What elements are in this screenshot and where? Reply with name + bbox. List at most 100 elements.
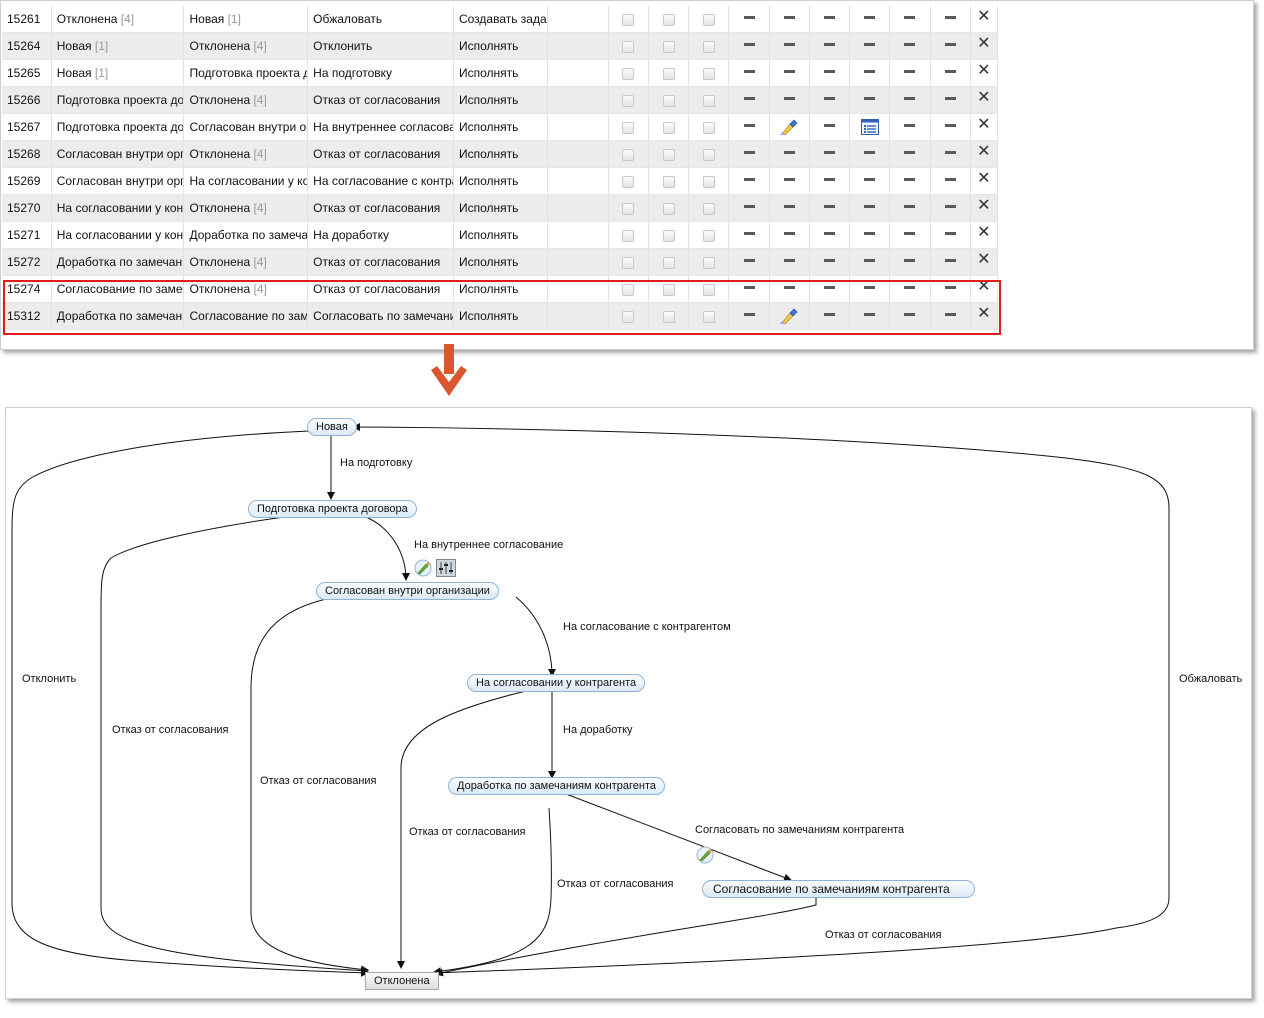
empty-cell[interactable] [930, 113, 971, 141]
empty-cell[interactable] [728, 275, 770, 303]
checkbox[interactable] [622, 202, 635, 215]
empty-cell[interactable] [889, 248, 931, 276]
empty-cell[interactable] [849, 167, 891, 195]
label-to-rework[interactable]: На доработку [563, 724, 633, 736]
flag-cell[interactable] [608, 6, 650, 33]
checkbox[interactable] [622, 310, 635, 323]
from-state-cell[interactable]: Подготовка проекта договора [51, 86, 185, 114]
empty-cell[interactable] [809, 194, 851, 222]
flag-cell[interactable] [688, 167, 730, 195]
from-state-cell[interactable]: Согласован внутри организации [51, 140, 185, 168]
flag-cell[interactable] [608, 302, 650, 330]
from-state[interactable]: Согласован внутри организации [56, 147, 184, 161]
label-refuse-approve-remarks[interactable]: Отказ от согласования [825, 929, 942, 941]
flag-cell[interactable] [648, 221, 690, 249]
delete-cell[interactable]: ✕ [970, 221, 999, 249]
to-state[interactable]: Согласован внутри организации [189, 120, 307, 134]
execution-mode[interactable]: Исполнять [453, 113, 549, 141]
to-state-cell[interactable]: Отклонена [4] [183, 32, 309, 60]
checkbox[interactable] [622, 40, 635, 53]
execution-mode[interactable]: Исполнять [453, 248, 549, 276]
checkbox[interactable] [662, 67, 675, 80]
action-name[interactable]: Согласовать по замечаниям контрагента [307, 302, 454, 330]
delete-x-icon[interactable]: ✕ [977, 277, 991, 295]
delete-cell[interactable]: ✕ [970, 140, 999, 168]
to-state-cell[interactable]: На согласовании у контрагента [183, 167, 309, 195]
to-state[interactable]: Подготовка проекта договора [189, 66, 306, 80]
checkbox[interactable] [662, 256, 675, 269]
delete-cell[interactable]: ✕ [970, 32, 999, 60]
handler-cell[interactable] [769, 113, 810, 141]
empty-cell[interactable] [889, 140, 931, 168]
label-to-approve-remarks[interactable]: Согласовать по замечаниям контрагента [695, 824, 905, 836]
node-rework[interactable]: Доработка по замечаниям контрагента [448, 777, 666, 795]
execution-mode[interactable]: Создавать задачу [453, 6, 549, 33]
flag-cell[interactable] [688, 32, 730, 60]
to-state[interactable]: Отклонена [189, 93, 251, 107]
action-name[interactable]: Отказ от согласования [307, 275, 454, 303]
checkbox[interactable] [662, 175, 675, 188]
execution-mode[interactable]: Исполнять [453, 194, 549, 222]
execution-mode[interactable]: Исполнять [453, 32, 549, 60]
empty-cell[interactable] [769, 32, 810, 60]
delete-cell[interactable]: ✕ [970, 275, 999, 303]
settings-sliders-icon[interactable] [436, 559, 456, 577]
execution-mode[interactable]: Исполнять [453, 86, 549, 114]
checkbox[interactable] [702, 121, 715, 134]
to-state-cell[interactable]: Отклонена [4] [183, 248, 309, 276]
empty-cell[interactable] [930, 221, 971, 249]
empty-cell[interactable] [809, 167, 851, 195]
list-form-icon[interactable] [860, 119, 879, 135]
empty-cell[interactable] [809, 302, 851, 330]
empty-cell[interactable] [849, 194, 891, 222]
empty-cell[interactable] [889, 221, 931, 249]
flag-cell[interactable] [608, 86, 650, 114]
empty-cell[interactable] [809, 113, 851, 141]
from-state[interactable]: Подготовка проекта договора [56, 120, 184, 134]
empty-cell[interactable] [849, 221, 891, 249]
empty-cell[interactable] [728, 221, 770, 249]
action-pencil-icon[interactable] [414, 559, 432, 577]
empty-cell[interactable] [809, 59, 851, 87]
label-to-internal[interactable]: На внутреннее согласование [414, 539, 564, 551]
delete-x-icon[interactable]: ✕ [977, 61, 991, 79]
empty-cell[interactable] [809, 140, 851, 168]
flag-cell[interactable] [648, 167, 690, 195]
from-state[interactable]: Доработка по замечаниям контрагента [56, 255, 183, 269]
execution-mode[interactable]: Исполнять [453, 275, 549, 303]
label-appeal[interactable]: Обжаловать [1179, 673, 1243, 685]
checkbox[interactable] [702, 67, 715, 80]
checkbox[interactable] [702, 310, 715, 323]
to-state[interactable]: Доработка по замечаниям контрагента [189, 228, 308, 242]
from-state-cell[interactable]: Согласование по замечаниям контрагента [51, 275, 185, 303]
empty-cell[interactable] [849, 6, 891, 33]
empty-cell[interactable] [728, 86, 770, 114]
action-name[interactable]: На доработку [307, 221, 454, 249]
delete-x-icon[interactable]: ✕ [977, 88, 991, 106]
empty-cell[interactable] [930, 167, 971, 195]
action-name[interactable]: Отказ от согласования [307, 140, 454, 168]
from-state-cell[interactable]: На согласовании у контрагента [51, 194, 185, 222]
delete-x-icon[interactable]: ✕ [977, 196, 991, 214]
label-refuse-internal[interactable]: Отказ от согласования [260, 775, 377, 787]
checkbox[interactable] [662, 40, 675, 53]
brush-icon[interactable] [779, 307, 799, 325]
delete-cell[interactable]: ✕ [970, 113, 999, 141]
checkbox[interactable] [622, 229, 635, 242]
execution-mode[interactable]: Исполнять [453, 221, 549, 249]
from-state[interactable]: На согласовании у контрагента [56, 201, 184, 215]
label-to-prep[interactable]: На подготовку [340, 457, 413, 469]
to-state[interactable]: Новая [189, 12, 225, 26]
delete-cell[interactable]: ✕ [970, 6, 999, 33]
node-prep[interactable]: Подготовка проекта договора [248, 500, 417, 518]
checkbox[interactable] [702, 148, 715, 161]
delete-x-icon[interactable]: ✕ [977, 142, 991, 160]
empty-cell[interactable] [809, 248, 851, 276]
to-state[interactable]: На согласовании у контрагента [189, 174, 306, 188]
empty-cell[interactable] [809, 221, 851, 249]
checkbox[interactable] [622, 148, 635, 161]
empty-cell[interactable] [930, 6, 971, 33]
